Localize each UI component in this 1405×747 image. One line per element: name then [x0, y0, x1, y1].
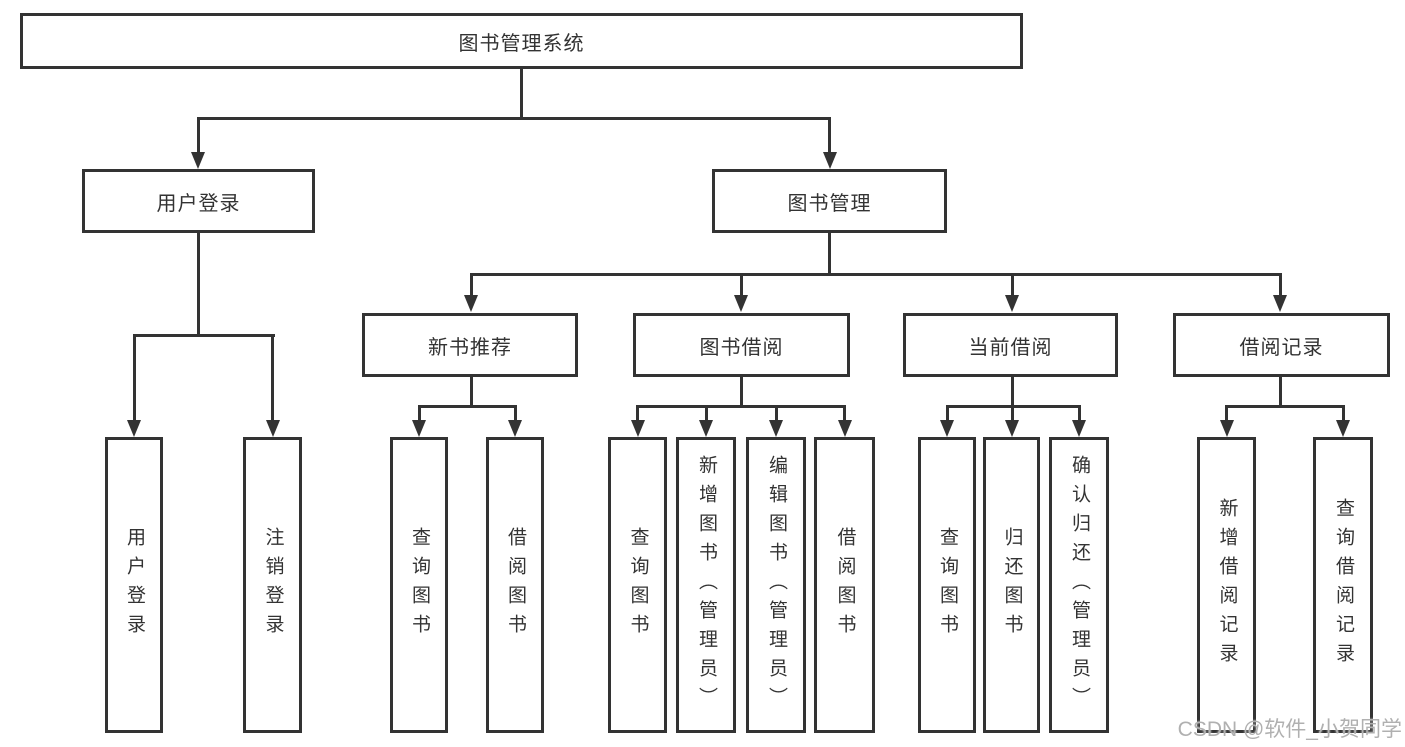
- node-root-label: 图书管理系统: [458, 32, 585, 55]
- node-new-book-recommend-label: 新书推荐: [428, 336, 512, 359]
- leaf-recommend-borrow-books-label: 借阅图书: [504, 527, 526, 643]
- edge-line: [132, 334, 275, 337]
- node-user-login: 用户登录: [82, 169, 315, 233]
- arrow-down-icon: [412, 420, 426, 437]
- leaf-edit-book-admin: 编辑图书（管理员）: [746, 437, 806, 733]
- node-book-borrowing: 图书借阅: [633, 313, 850, 377]
- leaf-query-borrow-record-label: 查询借阅记录: [1332, 498, 1354, 672]
- edge-line: [843, 405, 846, 422]
- arrow-down-icon: [1005, 420, 1019, 437]
- leaf-borrowing-borrow-books-label: 借阅图书: [834, 527, 856, 643]
- leaf-add-borrow-record: 新增借阅记录: [1197, 437, 1256, 733]
- arrow-down-icon: [630, 420, 645, 437]
- leaf-add-borrow-record-label: 新增借阅记录: [1216, 498, 1238, 672]
- edge-line: [132, 334, 136, 422]
- leaf-logout: 注销登录: [243, 437, 302, 733]
- edge-line: [1010, 377, 1014, 408]
- leaf-add-book-admin-label: 新增图书（管理员）: [695, 454, 717, 716]
- arrow-down-icon: [734, 295, 748, 312]
- leaf-query-borrow-record: 查询借阅记录: [1313, 437, 1373, 733]
- arrow-down-icon: [191, 152, 205, 169]
- edge-line: [828, 117, 831, 154]
- edge-line: [704, 405, 708, 422]
- edge-line: [739, 273, 743, 297]
- leaf-confirm-return-admin-label: 确认归还（管理员）: [1068, 454, 1090, 716]
- arrow-down-icon: [265, 420, 280, 437]
- edge-line: [196, 117, 831, 120]
- leaf-borrowing-query-books: 查询图书: [608, 437, 667, 733]
- edge-line: [469, 273, 473, 297]
- node-borrow-records-label: 借阅记录: [1239, 336, 1324, 359]
- leaf-user-login: 用户登录: [105, 437, 163, 733]
- arrow-down-icon: [1005, 295, 1019, 312]
- arrow-down-icon: [940, 420, 954, 437]
- node-book-management: 图书管理: [712, 169, 947, 233]
- arrow-down-icon: [508, 420, 522, 437]
- leaf-borrowing-borrow-books: 借阅图书: [814, 437, 875, 733]
- edge-line: [1341, 405, 1345, 422]
- edge-line: [196, 117, 200, 154]
- edge-line: [1225, 405, 1345, 408]
- edge-line: [740, 377, 743, 408]
- node-borrow-records: 借阅记录: [1173, 313, 1390, 377]
- node-new-book-recommend: 新书推荐: [362, 313, 578, 377]
- leaf-recommend-query-books-label: 查询图书: [408, 527, 430, 643]
- edge-line: [1077, 405, 1081, 422]
- edge-line: [1010, 273, 1014, 297]
- leaf-borrowing-query-books-label: 查询图书: [627, 527, 649, 643]
- leaf-logout-label: 注销登录: [262, 527, 284, 643]
- arrow-down-icon: [1273, 295, 1287, 312]
- arrow-down-icon: [127, 420, 141, 437]
- arrow-down-icon: [699, 420, 713, 437]
- edge-line: [636, 405, 846, 408]
- arrow-down-icon: [837, 420, 852, 437]
- leaf-recommend-borrow-books: 借阅图书: [486, 437, 544, 733]
- node-root: 图书管理系统: [20, 13, 1023, 69]
- leaf-return-book: 归还图书: [983, 437, 1040, 733]
- csdn-watermark: CSDN @软件_小贺同学: [1177, 718, 1402, 741]
- arrow-down-icon: [464, 295, 478, 312]
- edge-line: [469, 377, 473, 408]
- edge-line: [271, 334, 274, 422]
- edge-line: [513, 405, 517, 422]
- edge-line: [196, 233, 200, 336]
- edge-line: [1278, 273, 1282, 297]
- edge-line: [774, 405, 778, 422]
- node-current-borrowing-label: 当前借阅: [968, 336, 1053, 359]
- edge-line: [828, 233, 831, 276]
- node-user-login-label: 用户登录: [156, 192, 241, 215]
- edge-line: [945, 405, 949, 422]
- node-book-management-label: 图书管理: [787, 192, 872, 215]
- edge-line: [636, 405, 639, 422]
- arrow-down-icon: [1336, 420, 1350, 437]
- leaf-confirm-return-admin: 确认归还（管理员）: [1049, 437, 1109, 733]
- leaf-user-login-label: 用户登录: [123, 527, 145, 643]
- arrow-down-icon: [1219, 420, 1234, 437]
- edge-line: [1010, 405, 1014, 422]
- edge-line: [520, 68, 523, 119]
- arrow-down-icon: [1072, 420, 1086, 437]
- node-current-borrowing: 当前借阅: [903, 313, 1118, 377]
- leaf-recommend-query-books: 查询图书: [390, 437, 448, 733]
- leaf-return-book-label: 归还图书: [1001, 527, 1023, 643]
- edge-line: [1225, 405, 1228, 422]
- leaf-current-query-books: 查询图书: [918, 437, 976, 733]
- node-book-borrowing-label: 图书借阅: [699, 336, 784, 359]
- leaf-edit-book-admin-label: 编辑图书（管理员）: [765, 454, 787, 716]
- arrow-down-icon: [822, 152, 837, 169]
- leaf-current-query-books-label: 查询图书: [936, 527, 958, 643]
- edge-line: [1278, 377, 1282, 408]
- edge-line: [469, 273, 1282, 276]
- leaf-add-book-admin: 新增图书（管理员）: [676, 437, 736, 733]
- arrow-down-icon: [769, 420, 783, 437]
- edge-line: [417, 405, 517, 408]
- edge-line: [417, 405, 421, 422]
